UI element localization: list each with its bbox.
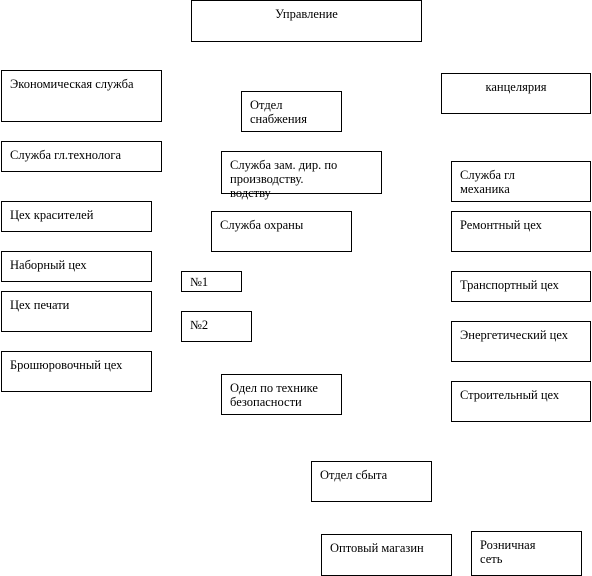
box-upravlenie: Управление	[191, 0, 422, 42]
box-kantselyariya: канцелярия	[441, 73, 591, 114]
box-otdel-sbyta: Отдел сбыта	[311, 461, 432, 502]
box-stroitelnyy-tsekh: Строительный цех	[451, 381, 591, 422]
box-roznichnaya-set: Розничная сеть	[471, 531, 582, 576]
box-optovyy-magazin: Оптовый магазин	[321, 534, 452, 576]
box-remontnyy-tsekh: Ремонтный цех	[451, 211, 591, 252]
box-otdel-snabzheniya: Отдел снабжения	[241, 91, 342, 132]
box-sluzhba-gl-tekhnologa: Служба гл.технолога	[1, 141, 162, 172]
box-nabornyy-tsekh: Наборный цех	[1, 251, 152, 282]
box-sluzhba-okhrany: Служба охраны	[211, 211, 352, 252]
box-transportnyy-tsekh: Транспортный цех	[451, 271, 591, 302]
box-no2: №2	[181, 311, 252, 342]
box-no1: №1	[181, 271, 242, 292]
box-sluzhba-zam-dir: Служба зам. дир. по производству. водств…	[221, 151, 382, 200]
box-energeticheskiy-tsekh: Энергетический цех	[451, 321, 591, 362]
box-tsekh-pechati: Цех печати	[1, 291, 152, 332]
box-tsekh-krasiteley: Цех красителей	[1, 201, 152, 232]
box-otdel-tekhniki-bezopasnosti: Одел по технике безопасности	[221, 374, 342, 415]
box-ekonomicheskaya-sluzhba: Экономическая служба	[1, 70, 162, 122]
box-broshyurovochnyy-tsekh: Брошюровочный цех	[1, 351, 152, 392]
box-sluzhba-gl-mekhanika: Служба гл механика	[451, 161, 591, 202]
